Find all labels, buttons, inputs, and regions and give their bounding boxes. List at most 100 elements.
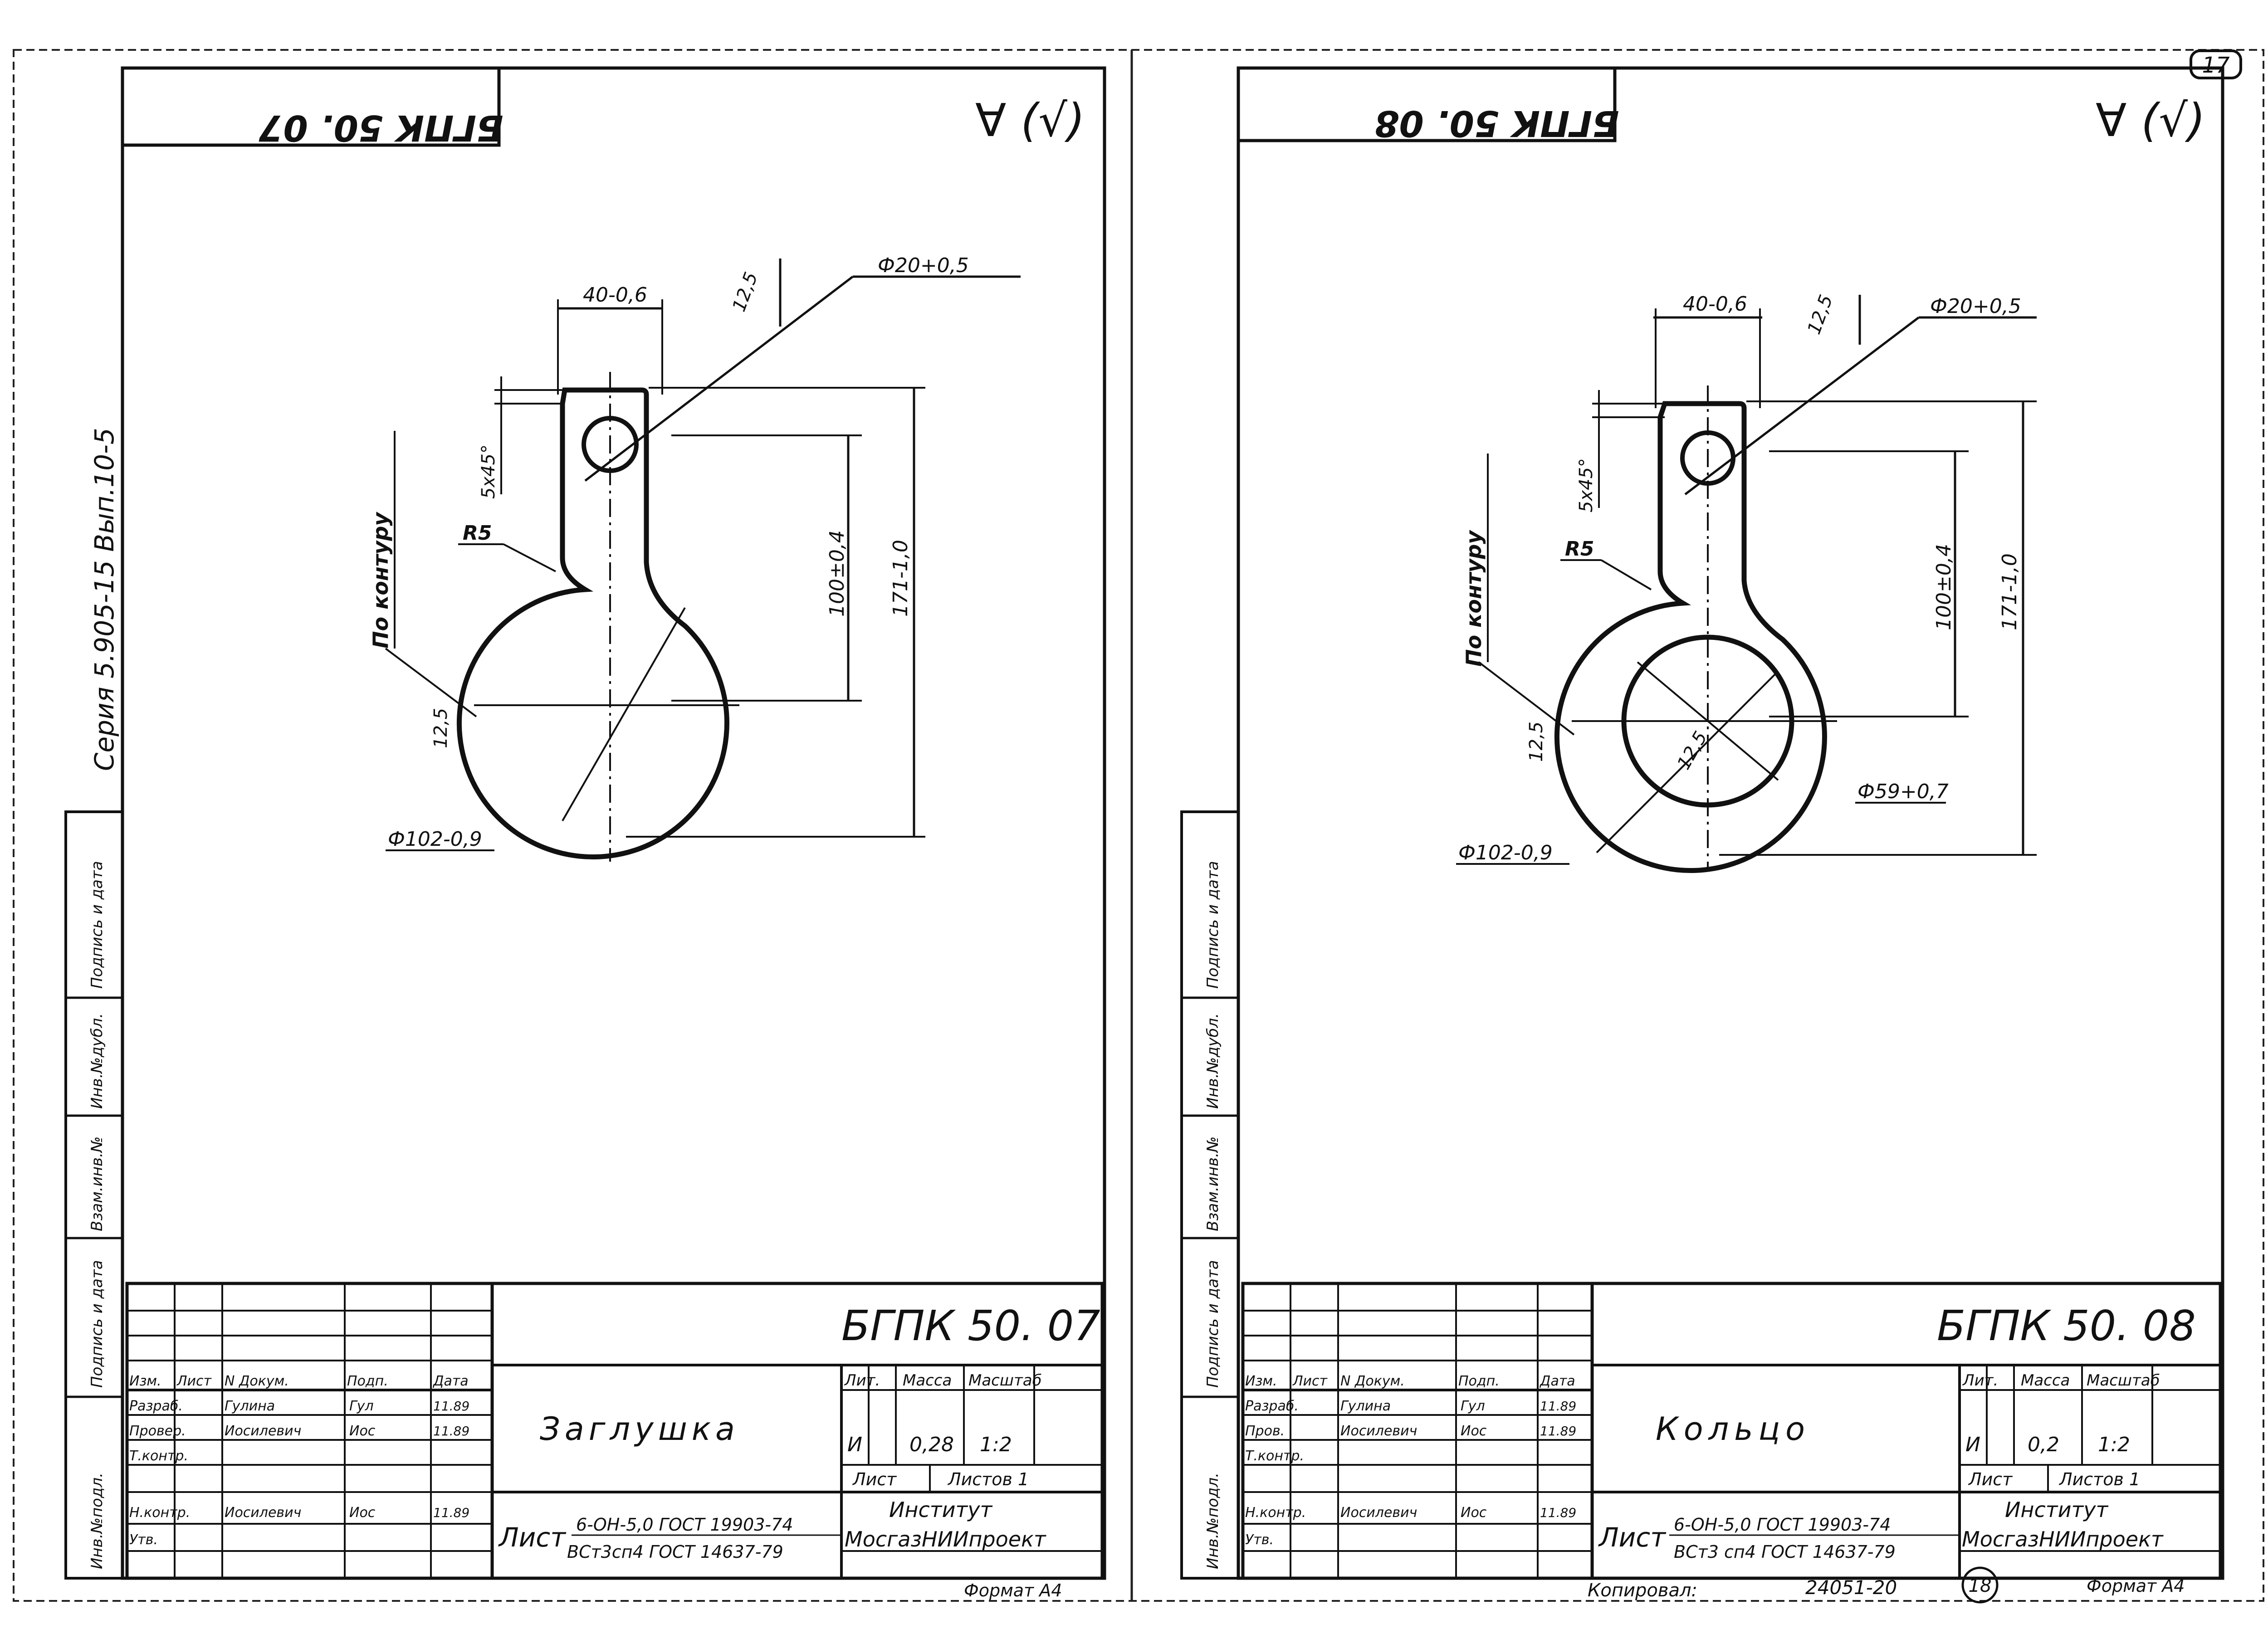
dim-radius: R5 — [1565, 537, 1594, 561]
svg-text:Разраб.: Разраб. — [1245, 1398, 1299, 1414]
title-block-right: БГПК 50. 08 Кольцо Лит. Масса Масштаб И … — [1241, 1282, 2222, 1580]
svg-text:11.89: 11.89 — [1540, 1424, 1576, 1439]
dim-radius: R5 — [463, 522, 492, 545]
svg-text:Иосилевич: Иосилевич — [225, 1505, 301, 1521]
top-stamp: БГПК 50. 08 — [1238, 68, 1619, 143]
dim-wall: 12,5 — [1804, 292, 1837, 337]
dim-wall-side: 12,5 — [1526, 722, 1547, 762]
val-mass: 0,2 — [2028, 1433, 2059, 1456]
side-label-inv-dubl: Инв.№дубл. — [88, 1013, 106, 1109]
svg-text:Провер.: Провер. — [129, 1423, 186, 1439]
dim-center-dist: 100±0,4 — [826, 530, 849, 617]
top-stamp-code: БГПК 50. 07 — [259, 107, 503, 148]
col-hdr-list: Лист — [176, 1373, 212, 1389]
svg-text:17: 17 — [2202, 53, 2230, 78]
title-doc-code: БГПК 50. 07 — [841, 1302, 1100, 1350]
svg-text:11.89: 11.89 — [1540, 1399, 1576, 1414]
svg-text:Утв.: Утв. — [129, 1532, 158, 1548]
dim-outer-dia: Ф102-0,9 — [388, 828, 482, 851]
roughness-symbol: ∀ (√) — [2096, 94, 2205, 147]
dim-contour: По контуру — [368, 512, 393, 649]
role-rows: Разраб. Гулина Гул 11.89 Провер. Иосилев… — [129, 1398, 469, 1548]
part-drawing-ring: 40-0,6 Ф20+0,5 12,5 5х45° R5 100±0,4 — [1456, 292, 2037, 873]
series-label: Серия 5.905-15 Вып.10-5 — [89, 428, 120, 771]
title-part-name: Заглушка — [540, 1410, 739, 1448]
title-part-name: Кольцо — [1656, 1410, 1810, 1448]
footer-copied: Копировал: — [1588, 1580, 1697, 1601]
side-stamp-left: Инв.№подл. Подпись и дата Взам.инв.№ Инв… — [64, 810, 124, 1580]
svg-text:11.89: 11.89 — [1540, 1505, 1576, 1520]
footer-format: Формат А4 — [2087, 1576, 2185, 1596]
hdr-mass: Масса — [2021, 1371, 2070, 1390]
svg-text:11.89: 11.89 — [433, 1399, 469, 1414]
title-block-left: БГПК 50. 07 Заглушка Лит. Масса Масштаб … — [125, 1282, 1104, 1600]
col-hdr-list: Лист — [1292, 1373, 1328, 1389]
material-prefix: Лист — [498, 1522, 567, 1553]
dim-contour: По контуру — [1461, 530, 1486, 667]
val-lit: И — [1965, 1433, 1980, 1456]
hdr-sheets: Листов 1 — [2058, 1469, 2140, 1489]
dim-outer-dia: Ф102-0,9 — [1458, 841, 1553, 864]
val-lit: И — [847, 1433, 862, 1456]
org-line2: МосгазНИИпроект — [845, 1527, 1046, 1551]
svg-text:Пров.: Пров. — [1245, 1423, 1285, 1439]
svg-text:Иосилевич: Иосилевич — [1340, 1423, 1417, 1439]
svg-text:Иос: Иос — [1461, 1423, 1487, 1439]
side-label-sign-date: Подпись и дата — [88, 1260, 106, 1388]
side-label-inv-podl: Инв.№подл. — [88, 1473, 106, 1569]
side-stamp-right: Инв.№подл. Подпись и дата Взам.инв.№ Инв… — [1180, 810, 1240, 1580]
val-scale: 1:2 — [2098, 1433, 2130, 1456]
svg-text:Иосилевич: Иосилевич — [225, 1423, 301, 1439]
footer-order: 24051-20 — [1805, 1576, 1897, 1599]
dim-hole-dia: Ф20+0,5 — [1930, 295, 2021, 318]
svg-text:Разраб.: Разраб. — [129, 1398, 183, 1414]
title-doc-code: БГПК 50. 08 — [1937, 1302, 2196, 1350]
material-line1: 6-ОН-5,0 ГОСТ 19903-74 — [1674, 1515, 1891, 1535]
dim-width-top: 40-0,6 — [583, 283, 647, 307]
svg-text:Иос: Иос — [349, 1505, 376, 1521]
hdr-lit: Лит. — [844, 1371, 880, 1390]
side-label-vzam-inv: Взам.инв.№ — [1204, 1136, 1222, 1231]
hdr-sheet: Лист — [852, 1469, 897, 1489]
svg-text:Гул: Гул — [1461, 1398, 1485, 1414]
col-hdr-izm: Изм. — [1245, 1373, 1277, 1389]
dim-chamfer: 5х45° — [1576, 458, 1597, 512]
dim-chamfer: 5х45° — [478, 444, 499, 499]
col-hdr-doc: N Докум. — [225, 1373, 289, 1389]
hdr-scale: Масштаб — [2087, 1371, 2160, 1390]
col-hdr-date: Дата — [1539, 1373, 1575, 1389]
dim-total-len: 171-1,0 — [889, 540, 912, 617]
col-hdr-sign: Подп. — [1458, 1373, 1500, 1389]
org-line1: Институт — [2005, 1497, 2108, 1522]
col-hdr-sign: Подп. — [347, 1373, 388, 1389]
svg-text:Н.контр.: Н.контр. — [129, 1505, 190, 1521]
svg-text:Гулина: Гулина — [225, 1398, 275, 1414]
svg-text:Иос: Иос — [1461, 1505, 1487, 1521]
svg-text:11.89: 11.89 — [433, 1424, 469, 1439]
dim-width-top: 40-0,6 — [1683, 293, 1747, 316]
col-hdr-date: Дата — [432, 1373, 469, 1389]
svg-text:Гул: Гул — [349, 1398, 374, 1414]
outer-border — [13, 49, 2264, 1602]
dim-wall-side: 12,5 — [430, 708, 451, 748]
dim-ring-wall: 12,5 — [1673, 728, 1711, 773]
material-line2: ВСт3 сп4 ГОСТ 14637-79 — [1674, 1542, 1896, 1562]
format-label: Формат А4 — [964, 1580, 1062, 1600]
svg-text:Т.контр.: Т.контр. — [129, 1448, 188, 1464]
svg-text:Иосилевич: Иосилевич — [1340, 1505, 1417, 1521]
val-scale: 1:2 — [980, 1433, 1012, 1456]
side-label-vzam-inv: Взам.инв.№ — [88, 1136, 106, 1231]
sheet-right: Инв.№подл. Подпись и дата Взам.инв.№ Инв… — [1180, 66, 2224, 1604]
top-stamp: БГПК 50. 07 — [122, 68, 503, 148]
role-rows: Разраб. Гулина Гул 11.89 Пров. Иосилевич… — [1245, 1398, 1576, 1548]
side-label-inv-dubl: Инв.№дубл. — [1204, 1013, 1222, 1109]
svg-text:Н.контр.: Н.контр. — [1245, 1505, 1306, 1521]
svg-text:Иос: Иос — [349, 1423, 376, 1439]
svg-text:Утв.: Утв. — [1245, 1532, 1274, 1548]
hdr-lit: Лит. — [1962, 1371, 1998, 1390]
col-hdr-izm: Изм. — [129, 1373, 161, 1389]
hdr-sheet: Лист — [1968, 1469, 2013, 1489]
org-line1: Институт — [889, 1497, 992, 1522]
dim-hole-dia: Ф20+0,5 — [878, 254, 969, 277]
